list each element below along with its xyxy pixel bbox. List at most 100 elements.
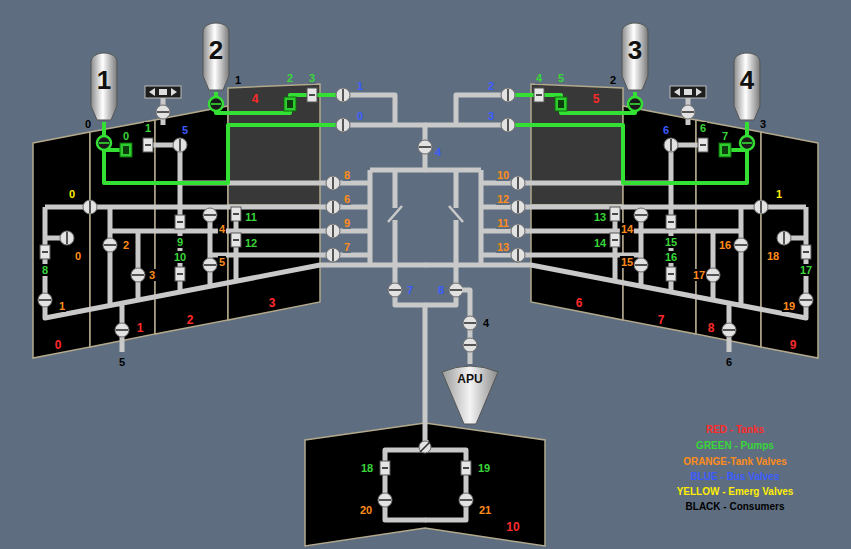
tank-valve-number: 18 [766, 250, 780, 262]
valve-symbol [463, 338, 477, 352]
tail-piping-mirror [425, 440, 473, 520]
pump-number: 6 [699, 122, 707, 134]
tank-valve-number: 14 [620, 223, 634, 235]
tank-valve-number: 9 [343, 217, 351, 229]
tank-valve-number: 11 [496, 217, 510, 229]
active-pump-symbol [120, 143, 132, 157]
legend-entry: BLUE - Bus Valves [691, 471, 780, 483]
bus-valve-number: 3 [487, 110, 495, 122]
tank-number: 8 [708, 322, 715, 334]
legend-entry: GREEN - Pumps [696, 440, 774, 452]
tank-number: 6 [576, 297, 583, 309]
active-pump-symbol [284, 97, 296, 111]
fuel-tank-shape [33, 132, 90, 358]
pump-number: 11 [244, 211, 258, 223]
fuel-tank-shape [531, 84, 623, 205]
valve-symbol [326, 224, 340, 238]
pump-number: 19 [477, 462, 491, 474]
valve-symbol [60, 231, 74, 245]
valve-symbol [103, 238, 117, 252]
tank-valve-number: 6 [343, 193, 351, 205]
bus-valve-number: 1 [356, 80, 364, 92]
tank-number: 5 [593, 93, 600, 105]
valve-symbol [38, 293, 52, 307]
engine-pod-shape [734, 53, 760, 120]
bus-valve-number: 0 [356, 110, 364, 122]
legend-entry: RED - Tanks [706, 424, 764, 436]
pump-number: 1 [144, 122, 152, 134]
tank-valve-number: 20 [359, 504, 373, 516]
tank-valve-number: 2 [122, 239, 130, 251]
tank-valve-number: 0 [74, 250, 82, 262]
tank-valve-number: 1 [58, 300, 66, 312]
fuel-tank-shape [531, 205, 623, 320]
engine-number: 3 [628, 37, 642, 63]
pump-number: 12 [244, 237, 258, 249]
consumer-number: 0 [84, 118, 92, 130]
engine-pod-shape [622, 23, 648, 90]
fuel-tank: 5 [531, 84, 623, 205]
valve-symbol [173, 138, 187, 152]
pump-symbol [143, 138, 153, 152]
apu-unit-shape [442, 366, 498, 424]
bus-valve-number: 2 [487, 80, 495, 92]
consumer-number: 1 [234, 74, 242, 86]
tank-valve-number: 10 [496, 169, 510, 181]
pump-number: 5 [557, 72, 565, 84]
valve-symbol [336, 118, 350, 132]
valve-symbol [203, 258, 217, 272]
fuel-tank: 4 [228, 84, 320, 205]
active-valve-symbol [209, 97, 223, 111]
pump-symbol [380, 461, 390, 475]
fuel-tank: 7 [623, 106, 696, 334]
pump-number: 7 [721, 130, 729, 142]
tank-valve-number: 3 [148, 269, 156, 281]
valve-symbol [115, 323, 129, 337]
valve-symbol [326, 248, 340, 262]
fuel-tank-outline [531, 84, 623, 205]
crossfeed-break [388, 206, 402, 222]
pump-number: 13 [593, 211, 607, 223]
engine-pod: 1 [90, 48, 118, 122]
consumer-number: 5 [118, 356, 126, 368]
tail-piping [378, 440, 426, 520]
tank-valve-number: 12 [496, 193, 510, 205]
legend-entry: YELLOW - Emerg Valves [677, 486, 794, 498]
tank-valve-number: 16 [718, 239, 732, 251]
apu-unit: APU [440, 362, 500, 426]
pump-symbol [40, 245, 50, 259]
wing-piping-mirror [425, 86, 813, 352]
pump-number: 2 [286, 72, 294, 84]
pump-symbol [307, 88, 317, 102]
tail-inlet-valve-bar [420, 442, 430, 452]
valve-symbol [378, 493, 392, 507]
pump-number: 4 [535, 72, 543, 84]
pump-number: 16 [664, 251, 678, 263]
engine-feed-line [104, 92, 336, 183]
tank-number: 7 [658, 314, 665, 326]
tank-number: 1 [137, 322, 144, 334]
fuel-tank-shape [228, 84, 320, 205]
fuel-tank-shape [155, 106, 228, 334]
emergency-valve-number: 0 [68, 188, 76, 200]
valve-symbol [336, 88, 350, 102]
fuel-tank-shape [305, 423, 545, 546]
engine-number: 2 [209, 37, 223, 63]
valve-symbol [418, 140, 432, 154]
vent-symbol [145, 86, 181, 98]
bus-valve-number: 7 [406, 284, 414, 296]
tank-number: 0 [55, 339, 62, 351]
engine-number: 1 [97, 67, 111, 93]
valve-symbol [463, 316, 477, 330]
tank-valve-number: 21 [478, 504, 492, 516]
pump-symbol [231, 207, 241, 221]
consumer-number: 3 [759, 118, 767, 130]
valve-symbol [203, 208, 217, 222]
engine-pod: 3 [621, 18, 649, 92]
wing-piping [38, 86, 426, 352]
fuel-pipe [385, 440, 426, 520]
valve-symbol [83, 200, 97, 214]
fuel-tank: 6 [531, 205, 623, 320]
